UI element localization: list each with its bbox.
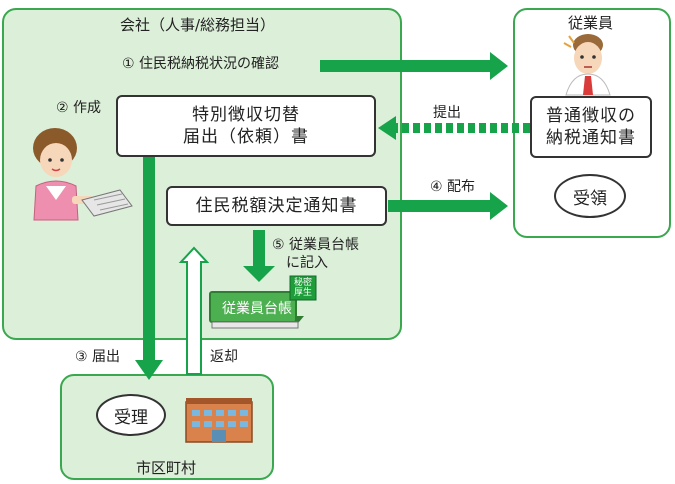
tax-notice-box: 住民税額決定通知書 [166,186,387,226]
file-arrow [135,157,163,380]
step3-label: ③ 届出 [75,349,121,365]
employee-title: 従業員 [568,14,614,32]
step5-label-line1: ⑤ 従業員台帳 [272,237,360,253]
ledger-badge-line2: 厚生 [293,288,312,298]
company-title: 会社（人事/総務担当） [120,16,276,34]
accept-label: 受理 [114,407,148,428]
staff-woman-icon [33,128,133,221]
return-label: 返却 [210,349,238,365]
submit-label: 提出 [433,105,461,121]
city-office-building-icon [185,398,253,443]
submit-dashed-arrow [378,116,530,140]
tax-notice-label: 住民税額決定通知書 [195,196,358,216]
ordinary-notice-line1: 普通徴収の [546,106,636,126]
ledger-label: 従業員台帳 [222,301,292,317]
ledger-badge: 秘密 厚生 [292,278,314,298]
special-collection-form-box: 特別徴収切替 届出（依頼）書 [116,95,376,157]
city-title: 市区町村 [136,459,197,477]
step5-label-line2: に記入 [286,255,328,271]
ordinary-collection-notice-box: 普通徴収の 納税通知書 [530,96,652,158]
receive-oval: 受領 [554,174,626,218]
employee-man-icon [563,34,611,96]
step4-label: ④ 配布 [430,179,476,195]
record-arrow [243,230,275,282]
receive-label: 受領 [573,188,607,209]
step1-label: ① 住民税納税状況の確認 [122,56,280,72]
distribute-arrow [388,192,508,220]
ledger-badge-line1: 秘密 [293,278,312,288]
ordinary-notice-line2: 納税通知書 [546,128,636,148]
special-form-line2: 届出（依頼）書 [183,127,309,147]
check-arrow [320,52,508,80]
step2-label: ② 作成 [56,100,102,116]
accept-oval: 受理 [96,394,166,436]
return-arrow [178,246,210,375]
special-form-line1: 特別徴収切替 [192,105,300,125]
ledger-book-icon [209,275,317,329]
